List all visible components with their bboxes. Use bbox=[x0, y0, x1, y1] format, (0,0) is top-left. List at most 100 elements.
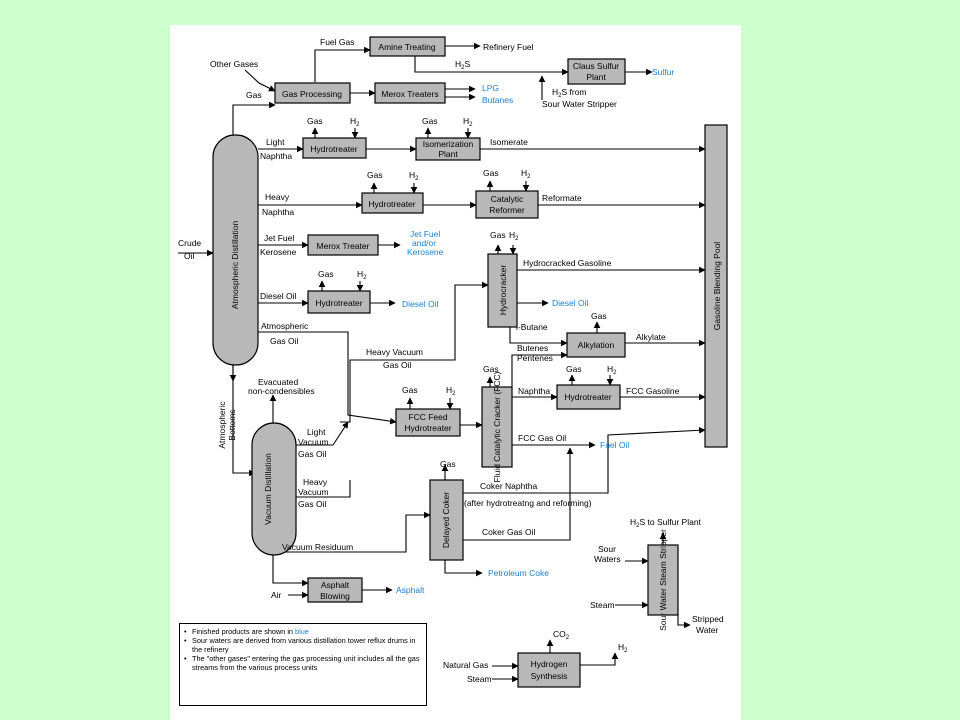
svg-text:Kerosene: Kerosene bbox=[260, 247, 297, 257]
svg-text:Stripped: Stripped bbox=[692, 614, 724, 624]
svg-text:Gas: Gas bbox=[490, 230, 506, 240]
svg-text:Bottoms: Bottoms bbox=[227, 409, 237, 440]
svg-text:Hydrotreater: Hydrotreater bbox=[368, 199, 415, 209]
gasoline-blending-pool-box: Gasoline Blending Pool bbox=[704, 124, 728, 448]
svg-text:H2: H2 bbox=[463, 116, 473, 128]
svg-text:Steam: Steam bbox=[467, 674, 492, 684]
svg-text:H2S to Sulfur Plant: H2S to Sulfur Plant bbox=[630, 517, 702, 529]
svg-text:Reformer: Reformer bbox=[489, 205, 525, 215]
svg-text:H2: H2 bbox=[607, 364, 617, 376]
svg-text:Gas: Gas bbox=[591, 311, 607, 321]
fcc-feed-hydrotreater-box: FCC Feed Hydrotreater bbox=[395, 408, 461, 437]
legend-text: Sour waters are derived from various dis… bbox=[192, 636, 416, 654]
svg-text:Air: Air bbox=[271, 590, 282, 600]
legend-box: • Finished products are shown in blue • … bbox=[179, 623, 427, 706]
hydrotreater-1-box: Hydrotreater bbox=[302, 137, 367, 159]
svg-text:H2: H2 bbox=[357, 269, 367, 281]
svg-text:Isomerate: Isomerate bbox=[490, 137, 528, 147]
svg-text:Refinery Fuel: Refinery Fuel bbox=[483, 42, 534, 52]
svg-text:Asphalt: Asphalt bbox=[396, 585, 425, 595]
gas-processing-box: Gas Processing bbox=[274, 82, 351, 104]
svg-text:Vacuum Residuum: Vacuum Residuum bbox=[282, 542, 353, 552]
svg-text:H2: H2 bbox=[618, 642, 628, 654]
refinery-flow-diagram: Atmospheric Distillation Vacuum Distilla… bbox=[178, 36, 728, 688]
svg-text:Vacuum: Vacuum bbox=[298, 437, 329, 447]
svg-text:Sour Water Steam Stripper: Sour Water Steam Stripper bbox=[658, 529, 668, 631]
svg-text:Gas: Gas bbox=[318, 269, 334, 279]
svg-text:Isomerization: Isomerization bbox=[423, 139, 474, 149]
svg-text:Natural Gas: Natural Gas bbox=[443, 660, 488, 670]
svg-text:Hydrocracked Gasoline: Hydrocracked Gasoline bbox=[523, 258, 612, 268]
svg-text:Hydrotreater: Hydrotreater bbox=[310, 144, 357, 154]
svg-text:Catalytic: Catalytic bbox=[491, 194, 524, 204]
legend-text: Finished products are shown in bbox=[192, 627, 296, 636]
svg-text:Synthesis: Synthesis bbox=[531, 671, 568, 681]
svg-text:Gas: Gas bbox=[483, 364, 499, 374]
svg-text:Hydrogen: Hydrogen bbox=[531, 659, 568, 669]
atm-distillation-label: Atmospheric Distillation bbox=[230, 221, 240, 310]
sour-water-stripper-box: Sour Water Steam Stripper bbox=[647, 529, 679, 631]
svg-text:Steam: Steam bbox=[590, 600, 615, 610]
alkylation-box: Alkylation bbox=[566, 332, 626, 358]
svg-text:FCC Feed: FCC Feed bbox=[408, 412, 447, 422]
svg-text:Sour Water Stripper: Sour Water Stripper bbox=[542, 99, 617, 109]
svg-text:Heavy: Heavy bbox=[303, 477, 328, 487]
svg-text:H2: H2 bbox=[509, 230, 519, 242]
svg-text:Naphtha: Naphtha bbox=[518, 386, 550, 396]
svg-text:Reformate: Reformate bbox=[542, 193, 582, 203]
svg-text:Gas: Gas bbox=[566, 364, 582, 374]
svg-text:and/or: and/or bbox=[412, 238, 436, 248]
svg-text:H2S: H2S bbox=[455, 59, 470, 71]
svg-text:Hydrocracker: Hydrocracker bbox=[498, 265, 508, 316]
svg-text:Waters: Waters bbox=[594, 554, 621, 564]
svg-text:Butanes: Butanes bbox=[482, 95, 513, 105]
merox-treaters-box: Merox Treaters bbox=[374, 82, 446, 104]
svg-text:Claus Sulfur: Claus Sulfur bbox=[573, 61, 619, 71]
vacuum-distillation-column: Vacuum Distillation bbox=[251, 422, 297, 556]
svg-text:Merox Treater: Merox Treater bbox=[317, 241, 370, 251]
svg-text:Gas: Gas bbox=[483, 168, 499, 178]
svg-text:H2: H2 bbox=[409, 170, 419, 182]
svg-text:Naphtha: Naphtha bbox=[262, 207, 294, 217]
delayed-coker-box: Delayed Coker bbox=[429, 479, 464, 561]
asphalt-blowing-box: Asphalt Blowing bbox=[307, 577, 363, 603]
legend-blue-word: blue bbox=[295, 627, 309, 636]
legend-item: • Finished products are shown in blue bbox=[184, 627, 309, 636]
svg-text:non-condensibles: non-condensibles bbox=[248, 386, 315, 396]
hydrotreater-4-box: Hydrotreater bbox=[556, 384, 621, 410]
hydrocracker-box: Hydrocracker bbox=[487, 253, 518, 328]
svg-text:Hydrotreater: Hydrotreater bbox=[404, 423, 451, 433]
svg-text:Atmospheric: Atmospheric bbox=[217, 401, 227, 449]
svg-text:Gas Oil: Gas Oil bbox=[298, 449, 326, 459]
svg-text:Hydrotreater: Hydrotreater bbox=[315, 298, 362, 308]
svg-text:Heavy Vacuum: Heavy Vacuum bbox=[366, 347, 423, 357]
legend-item: • Sour waters are derived from various d… bbox=[184, 636, 422, 654]
svg-text:Water: Water bbox=[696, 625, 719, 635]
svg-text:H2: H2 bbox=[521, 168, 531, 180]
hydrotreater-2-box: Hydrotreater bbox=[361, 192, 424, 214]
svg-text:(after hydrotreatng and reform: (after hydrotreatng and reforming) bbox=[464, 498, 592, 508]
svg-text:Butenes: Butenes bbox=[517, 343, 548, 353]
svg-text:Gas Oil: Gas Oil bbox=[383, 360, 411, 370]
svg-text:Plant: Plant bbox=[438, 149, 458, 159]
svg-text:Diesel Oil: Diesel Oil bbox=[402, 299, 438, 309]
legend-text: The "other gases" entering the gas proce… bbox=[192, 654, 420, 672]
amine-treating-box: Amine Treating bbox=[369, 36, 446, 57]
svg-text:CO2: CO2 bbox=[553, 629, 570, 641]
svg-text:Vacuum: Vacuum bbox=[298, 487, 329, 497]
diagram-panel: Atmospheric Distillation Vacuum Distilla… bbox=[170, 25, 741, 720]
claus-sulfur-plant-box: Claus Sulfur Plant bbox=[567, 58, 626, 85]
svg-text:Gas Oil: Gas Oil bbox=[270, 336, 298, 346]
merox-treater-box: Merox Treater bbox=[307, 234, 379, 256]
svg-text:Merox Treaters: Merox Treaters bbox=[381, 89, 438, 99]
svg-text:Alkylate: Alkylate bbox=[636, 332, 666, 342]
svg-text:H2: H2 bbox=[446, 385, 456, 397]
svg-text:Gas Processing: Gas Processing bbox=[282, 89, 342, 99]
svg-text:Pentenes: Pentenes bbox=[517, 353, 553, 363]
svg-text:Light: Light bbox=[307, 427, 326, 437]
svg-text:Gas: Gas bbox=[440, 459, 456, 469]
svg-text:Amine Treating: Amine Treating bbox=[378, 42, 435, 52]
stream-labels: Fuel Gas Refinery Fuel H2S Sulfur H2S fr… bbox=[178, 37, 724, 684]
atmospheric-distillation-column: Atmospheric Distillation bbox=[212, 134, 259, 366]
svg-text:Hydrotreater: Hydrotreater bbox=[564, 392, 611, 402]
